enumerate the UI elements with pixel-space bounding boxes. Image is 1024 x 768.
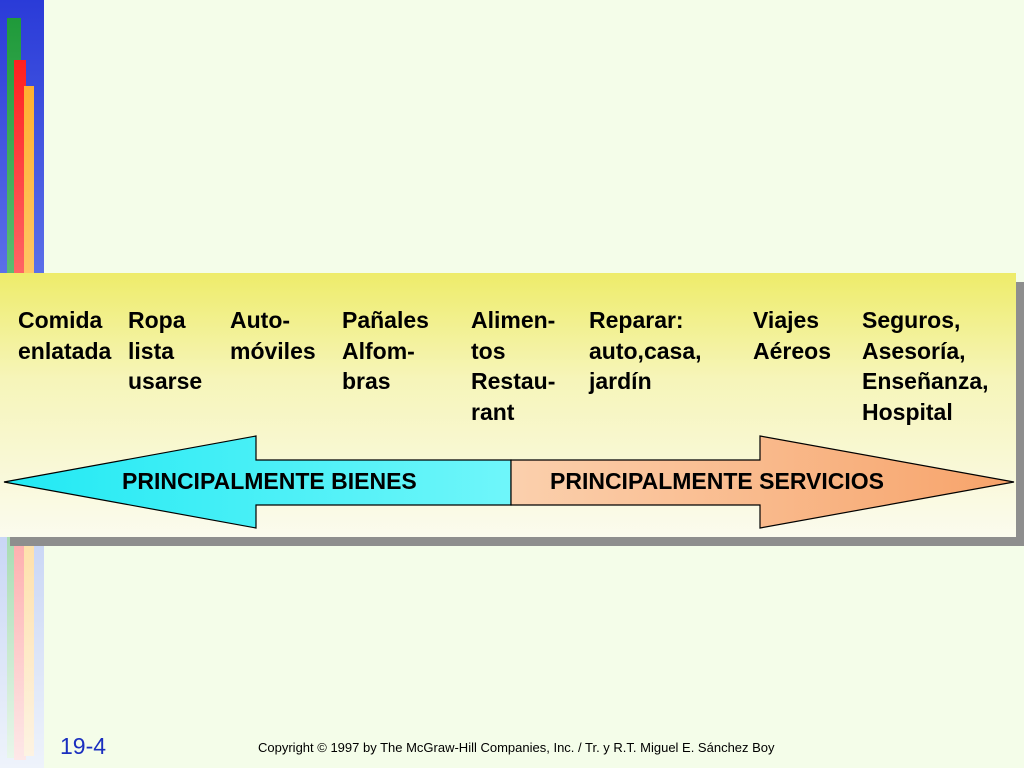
category-label-ropa: Ropa lista usarse xyxy=(128,307,203,394)
category-label-viajes: Viajes Aéreos xyxy=(753,307,831,364)
slide-number: 19-4 xyxy=(60,733,107,759)
category-label-seguros: Seguros, Asesoría, Enseñanza, Hospital xyxy=(862,307,989,425)
services-arrow-label: PRINCIPALMENTE SERVICIOS xyxy=(550,468,884,494)
category-label-comida: Comida enlatada xyxy=(18,307,112,364)
services-arrow xyxy=(510,435,1015,529)
category-label-panales: Pañales Alfom- bras xyxy=(342,307,429,394)
spectrum-arrows xyxy=(3,435,1015,529)
category-label-alimentos: Alimen- tos Restau- rant xyxy=(471,307,556,425)
category-label-reparar: Reparar: auto,casa, jardín xyxy=(589,307,702,394)
copyright-notice: Copyright © 1997 by The McGraw-Hill Comp… xyxy=(258,740,775,755)
category-label-auto: Auto- móviles xyxy=(230,307,316,364)
goods-arrow-label: PRINCIPALMENTE BIENES xyxy=(122,468,417,494)
